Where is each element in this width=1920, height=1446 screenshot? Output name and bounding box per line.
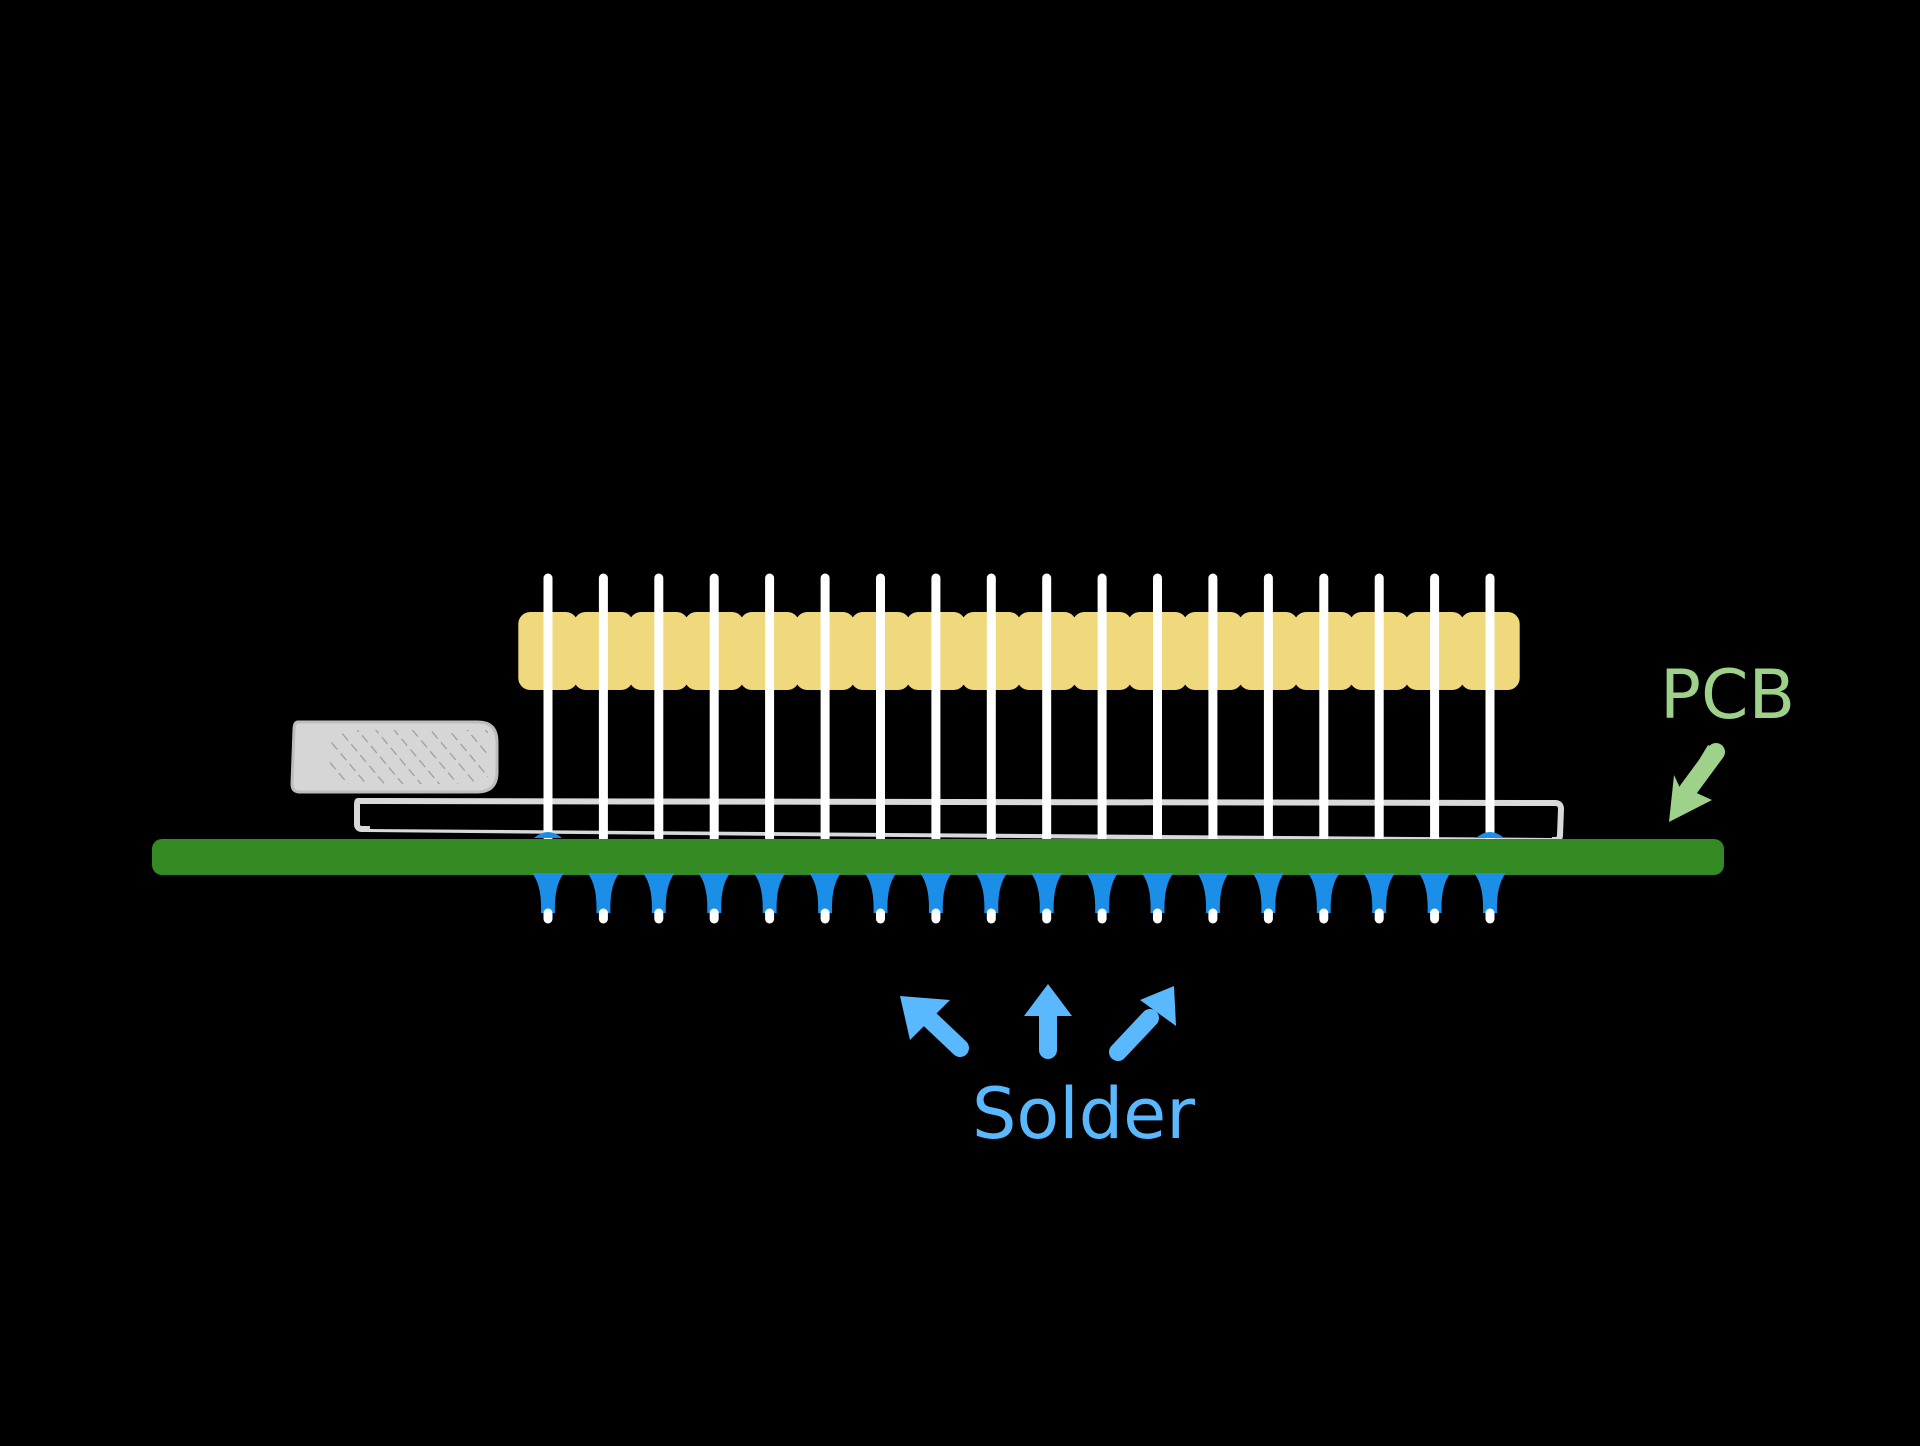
pin-header <box>518 573 1520 843</box>
solder-joint <box>975 873 1008 913</box>
arrow-up-icon <box>1024 984 1072 1059</box>
solder-joint <box>753 873 786 913</box>
chip <box>290 720 499 794</box>
solder-joint <box>532 873 564 913</box>
pcb-label: PCB <box>1660 656 1795 735</box>
solder-joint <box>1474 873 1506 913</box>
solder-joint <box>1307 873 1340 913</box>
solder-joint <box>1252 873 1285 913</box>
solder-joints <box>532 873 1506 924</box>
solder-joint <box>642 873 675 913</box>
solder-joint <box>1141 873 1174 913</box>
solder-label: Solder <box>972 1073 1195 1155</box>
arrow-down-left-icon <box>1669 743 1725 822</box>
top-solder-joint <box>1476 832 1504 838</box>
top-solder-joint <box>534 832 562 838</box>
pcb-board <box>152 839 1724 875</box>
solder-joint <box>919 873 952 913</box>
solder-joint <box>1418 873 1451 913</box>
solder-joint <box>698 873 731 913</box>
solder-joint <box>1196 873 1229 913</box>
solder-joint <box>587 873 620 913</box>
solder-joint <box>1363 873 1396 913</box>
arrow-up-right-icon <box>1109 986 1176 1061</box>
solder-joint <box>1086 873 1119 913</box>
solder-joint <box>1030 873 1063 913</box>
solder-joint <box>864 873 897 913</box>
arrow-up-left-icon <box>900 996 969 1057</box>
solder-joint <box>809 873 842 913</box>
